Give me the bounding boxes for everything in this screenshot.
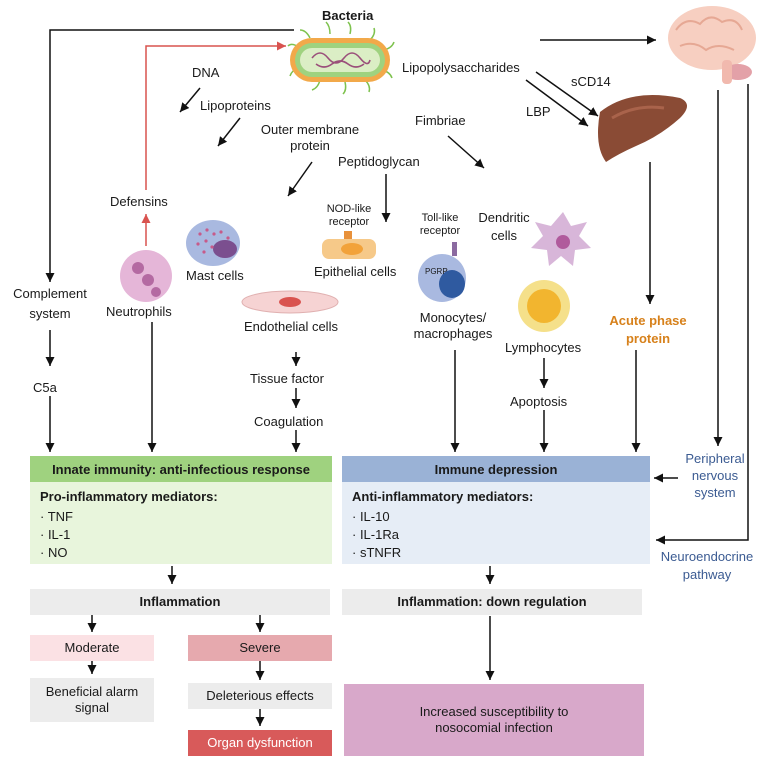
mast-cell-illustration — [186, 220, 240, 266]
downregulation-box: Inflammation: down regulation — [342, 589, 642, 615]
liver-illustration — [598, 95, 687, 162]
neutrophil-illustration — [120, 250, 172, 302]
immune-depression-header: Immune depression — [342, 456, 650, 482]
mast-cells-label: Mast cells — [186, 268, 244, 283]
dendritic-cells-label: Dendritic cells — [478, 210, 530, 243]
endothelial-cell-illustration — [241, 290, 339, 314]
apoptosis-label: Apoptosis — [510, 394, 568, 409]
brain-illustration — [668, 6, 756, 84]
inflammation-box: Inflammation — [30, 589, 330, 615]
lymphocyte-illustration — [518, 280, 570, 332]
neuroendocrine-pathway-label: Neuroendocrine pathway — [660, 549, 754, 582]
neutrophils-label: Neutrophils — [106, 304, 172, 319]
mediator-il10: · IL-10 — [352, 509, 390, 524]
beneficial-alarm-box: Beneficial alarm signal — [30, 678, 154, 722]
c5a-label: C5a — [33, 380, 57, 395]
pro-inflammatory-title: Pro-inflammatory mediators: — [40, 489, 218, 504]
scd14-label: sCD14 — [571, 74, 611, 89]
dendritic-cell-illustration — [531, 212, 591, 266]
monocyte-illustration — [418, 242, 466, 302]
endothelial-cells-label: Endothelial cells — [244, 319, 338, 334]
innate-immunity-header: Innate immunity: anti-infectious respons… — [30, 456, 332, 482]
monocytes-label: Monocytes/ macrophages — [413, 310, 493, 341]
mediator-il1: · IL-1 — [40, 527, 71, 542]
tissue-factor-label: Tissue factor — [250, 371, 324, 386]
fimbriae-label: Fimbriae — [415, 113, 466, 128]
bacteria-illustration — [287, 21, 395, 95]
coagulation-label: Coagulation — [254, 414, 324, 429]
severe-box: Severe — [188, 635, 332, 661]
lymphocytes-label: Lymphocytes — [505, 340, 582, 355]
pro-inflammatory-panel: Pro-inflammatory mediators: · TNF · IL-1… — [30, 482, 332, 564]
peripheral-nervous-system-label: Peripheral nervous system — [685, 451, 745, 500]
lps-label: Lipopolysaccharides — [402, 60, 520, 75]
toll-receptor-label: Toll-like receptor — [419, 212, 461, 237]
lbp-label: LBP — [526, 104, 551, 119]
dna-label: DNA — [192, 65, 220, 80]
mediator-no: · NO — [40, 545, 68, 560]
epithelial-cell-illustration — [322, 231, 376, 259]
complement-system-label: Complement system — [13, 286, 87, 321]
mediator-il1ra: · IL-1Ra — [352, 527, 399, 542]
outer-membrane-label: Outer membrane protein — [260, 122, 360, 153]
bacteria-label: Bacteria — [322, 8, 374, 23]
epithelial-cells-label: Epithelial cells — [314, 264, 397, 279]
mediator-stnfr: · sTNFR — [352, 545, 402, 560]
anti-inflammatory-panel: Anti-inflammatory mediators: · IL-10 · I… — [342, 482, 650, 564]
organ-dysfunction-box: Organ dysfunction — [188, 730, 332, 756]
mediator-tnf: · TNF — [40, 509, 73, 524]
nosocomial-susceptibility-box: Increased susceptibility to nosocomial i… — [344, 684, 644, 756]
nod-receptor-label: NOD-like receptor — [326, 203, 372, 228]
anti-inflammatory-title: Anti-inflammatory mediators: — [352, 489, 534, 504]
peptidoglycan-label: Peptidoglycan — [338, 154, 420, 169]
defensins-label: Defensins — [110, 194, 168, 209]
deleterious-effects-box: Deleterious effects — [188, 683, 332, 709]
moderate-box: Moderate — [30, 635, 154, 661]
pgrp-label: PGRP — [425, 267, 448, 276]
lipoproteins-label: Lipoproteins — [200, 98, 271, 113]
acute-phase-protein-label: Acute phase protein — [609, 313, 687, 346]
